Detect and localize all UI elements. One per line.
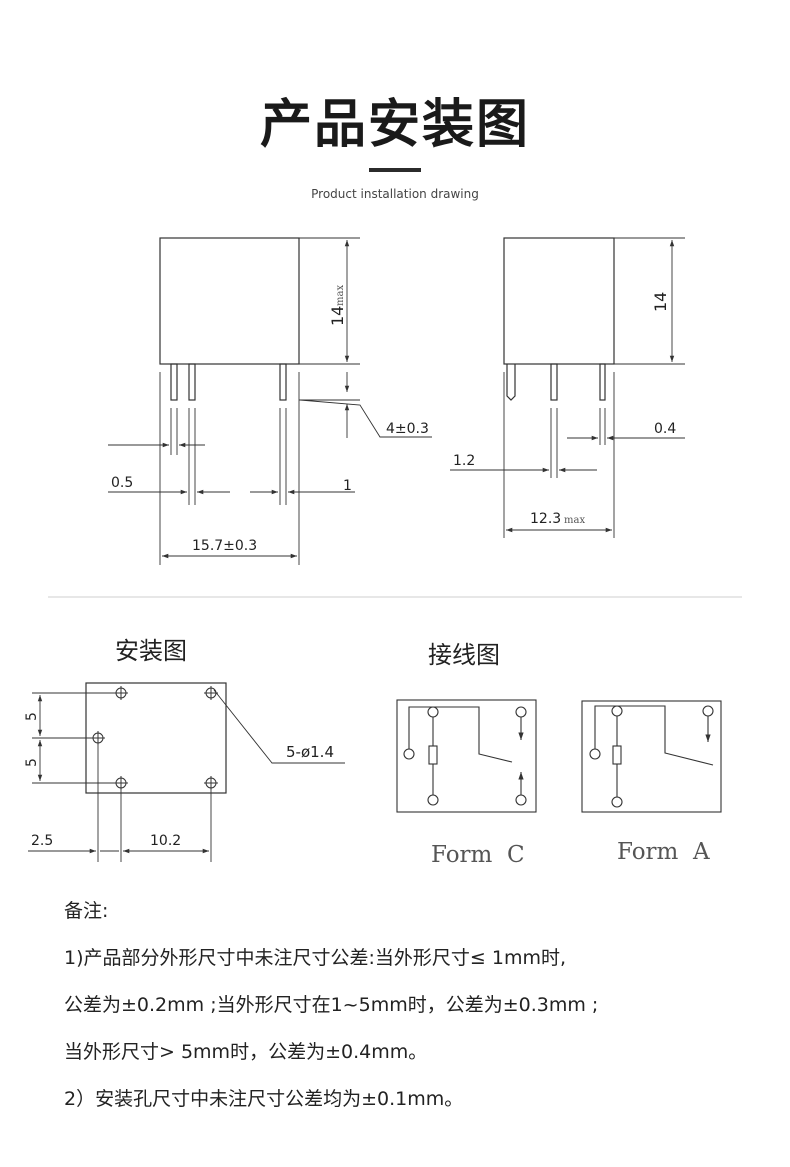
- technical-drawing: 14 max 4±0.3 0.5 1 15.7±0.3: [24, 237, 742, 868]
- side-view-pins: [170, 363, 287, 401]
- front-width-dim: 12.3: [530, 511, 561, 527]
- wiring-title: 接线图: [428, 641, 500, 669]
- mounting-diagram: [28, 682, 345, 862]
- title-underline: [369, 168, 421, 172]
- side-view: [108, 237, 432, 565]
- mount-horiz-dim-2: 10.2: [150, 833, 181, 849]
- side-height-unit: max: [335, 285, 346, 306]
- form-c-diagram: [396, 699, 537, 813]
- notes-heading: 备注:: [64, 900, 109, 922]
- mount-vert-dim-1: 5: [24, 712, 40, 721]
- note-line-2: 公差为±0.2mm ;当外形尺寸在1~5mm时，公差为±0.3mm ;: [64, 994, 599, 1016]
- side-pin-gap-dim: 1: [343, 478, 352, 494]
- page-title: 产品安装图: [259, 95, 530, 155]
- front-view-pins: [506, 363, 606, 401]
- form-a-label: Form A: [617, 839, 710, 865]
- side-view-body: [159, 237, 300, 365]
- side-pin-dim: 4±0.3: [386, 421, 429, 437]
- page-subtitle: Product installation drawing: [311, 187, 479, 201]
- mount-hole-dim: 5-ø1.4: [286, 743, 334, 761]
- side-width-dim: 15.7±0.3: [192, 538, 257, 554]
- note-line-1: 1)产品部分外形尺寸中未注尺寸公差:当外形尺寸≤ 1mm时,: [64, 947, 567, 969]
- form-a-diagram: [581, 700, 722, 813]
- mount-vert-dim-2: 5: [24, 758, 40, 767]
- side-view-labels: 14 max 4±0.3 0.5 1 15.7±0.3: [111, 285, 429, 554]
- side-pin-width-dim: 0.5: [111, 475, 133, 491]
- front-height-dim: 14: [651, 292, 670, 312]
- mounting-outline: [85, 682, 227, 794]
- front-pin-gap-dim: 1.2: [453, 453, 475, 469]
- mounting-labels: 5 5 5-ø1.4 2.5 10.2: [24, 712, 334, 849]
- front-width-unit: max: [564, 515, 585, 526]
- notes-list: 备注: 1)产品部分外形尺寸中未注尺寸公差:当外形尺寸≤ 1mm时, 公差为±0…: [64, 898, 764, 1133]
- front-pin-width-dim: 0.4: [654, 421, 676, 437]
- front-view: [450, 237, 685, 538]
- form-c-label: Form C: [431, 842, 525, 868]
- front-view-labels: 14 0.4 1.2 12.3 max: [453, 292, 676, 527]
- side-height-dim: 14: [328, 306, 347, 326]
- front-view-body: [503, 237, 615, 365]
- note-line-3: 当外形尺寸> 5mm时，公差为±0.4mm。: [64, 1041, 428, 1063]
- mount-horiz-dim-1: 2.5: [31, 833, 53, 849]
- note-line-4: 2）安装孔尺寸中未注尺寸公差均为±0.1mm。: [64, 1088, 464, 1110]
- mounting-holes: [91, 686, 218, 790]
- mounting-title: 安装图: [115, 637, 187, 665]
